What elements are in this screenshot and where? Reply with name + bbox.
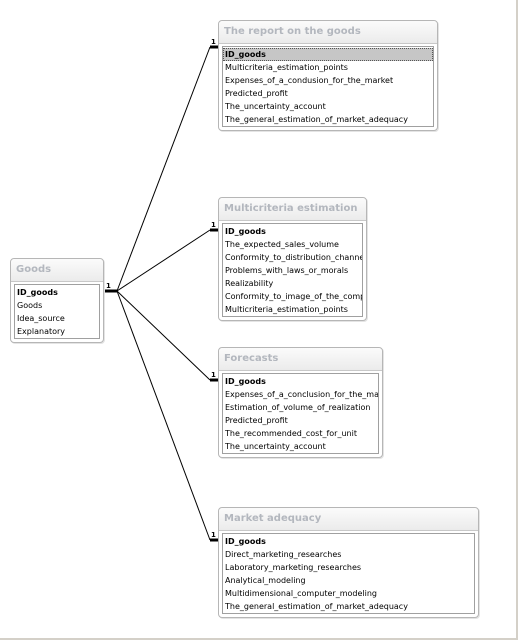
table-title[interactable]: Forecasts: [219, 348, 382, 371]
field-item[interactable]: The_expected_sales_volume: [225, 240, 339, 249]
table-title[interactable]: Market adequacy: [219, 508, 478, 531]
table-title[interactable]: Multicriteria estimation: [219, 198, 366, 221]
field-item[interactable]: Laboratory_marketing_researches: [225, 563, 362, 572]
field-list: ID_goods Expenses_of_a_conclusion_for_th…: [222, 373, 379, 454]
field-item[interactable]: The_general_estimation_of_market_adequac…: [225, 115, 408, 124]
table-forecasts[interactable]: Forecasts ID_goods Expenses_of_a_conclus…: [218, 347, 383, 458]
field-item[interactable]: Problems_with_laws_or_morals: [225, 266, 349, 275]
field-item[interactable]: Predicted_profit: [225, 89, 288, 98]
field-item[interactable]: The_uncertainty_account: [225, 442, 326, 451]
field-item[interactable]: ID_goods: [225, 377, 266, 386]
field-item[interactable]: Multicriteria_estimation_points: [225, 305, 348, 314]
field-list: ID_goods Multicriteria_estimation_points…: [222, 46, 434, 127]
cardinality-label-forecasts: 1: [211, 371, 216, 379]
field-item[interactable]: ID_goods: [225, 537, 266, 546]
field-item[interactable]: Explanatory: [17, 327, 66, 336]
field-item[interactable]: Multicriteria_estimation_points: [225, 63, 348, 72]
link-goods-multicriteria: [116, 229, 211, 292]
field-item[interactable]: Analytical_modeling: [225, 576, 306, 585]
field-item[interactable]: ID_goods: [225, 227, 266, 236]
field-item[interactable]: Predicted_profit: [225, 416, 288, 425]
field-item[interactable]: Idea_source: [17, 314, 65, 323]
cardinality-label-report: 1: [211, 38, 216, 46]
right-edge: [516, 0, 518, 640]
table-multicriteria-estimation[interactable]: Multicriteria estimation ID_goods The_ex…: [218, 197, 367, 321]
bottom-edge: [0, 638, 518, 640]
field-list: ID_goods Direct_marketing_researches Lab…: [222, 533, 475, 614]
cardinality-label-multicriteria: 1: [211, 221, 216, 229]
field-item[interactable]: Conformity_to_image_of_the_company: [225, 292, 362, 301]
table-goods[interactable]: Goods ID_goods Goods Idea_source Explana…: [10, 258, 104, 343]
field-item[interactable]: Goods: [17, 301, 43, 310]
cardinality-label-market: 1: [211, 531, 216, 539]
table-report-on-goods[interactable]: The report on the goods ID_goods Multicr…: [218, 20, 438, 131]
field-list: ID_goods The_expected_sales_volume Confo…: [222, 223, 363, 317]
field-item[interactable]: Estimation_of_volume_of_realization: [225, 403, 371, 412]
field-item[interactable]: Multidimensional_computer_modeling: [225, 589, 377, 598]
field-list: ID_goods Goods Idea_source Explanatory: [14, 284, 100, 339]
cardinality-label-goods: 1: [106, 282, 111, 290]
link-goods-forecasts: [116, 290, 211, 381]
table-title[interactable]: Goods: [11, 259, 103, 282]
field-item[interactable]: ID_goods: [17, 288, 58, 297]
field-item[interactable]: Conformity_to_distribution_channels: [225, 253, 362, 262]
field-item[interactable]: Realizability: [225, 279, 274, 288]
field-item[interactable]: Direct_marketing_researches: [225, 550, 342, 559]
field-item[interactable]: The_general_estimation_of_market_adequac…: [225, 602, 408, 611]
table-title[interactable]: The report on the goods: [219, 21, 437, 44]
field-item-selected[interactable]: ID_goods: [223, 48, 433, 61]
field-item[interactable]: The_uncertainty_account: [225, 102, 326, 111]
field-item[interactable]: Expenses_of_a_condusion_for_the_market: [225, 76, 394, 85]
field-item[interactable]: Expenses_of_a_conclusion_for_the_market: [225, 390, 378, 399]
link-goods-market: [116, 290, 211, 541]
field-item[interactable]: The_recommended_cost_for_unit: [225, 429, 357, 438]
table-market-adequacy[interactable]: Market adequacy ID_goods Direct_marketin…: [218, 507, 479, 618]
link-goods-report: [116, 46, 211, 292]
